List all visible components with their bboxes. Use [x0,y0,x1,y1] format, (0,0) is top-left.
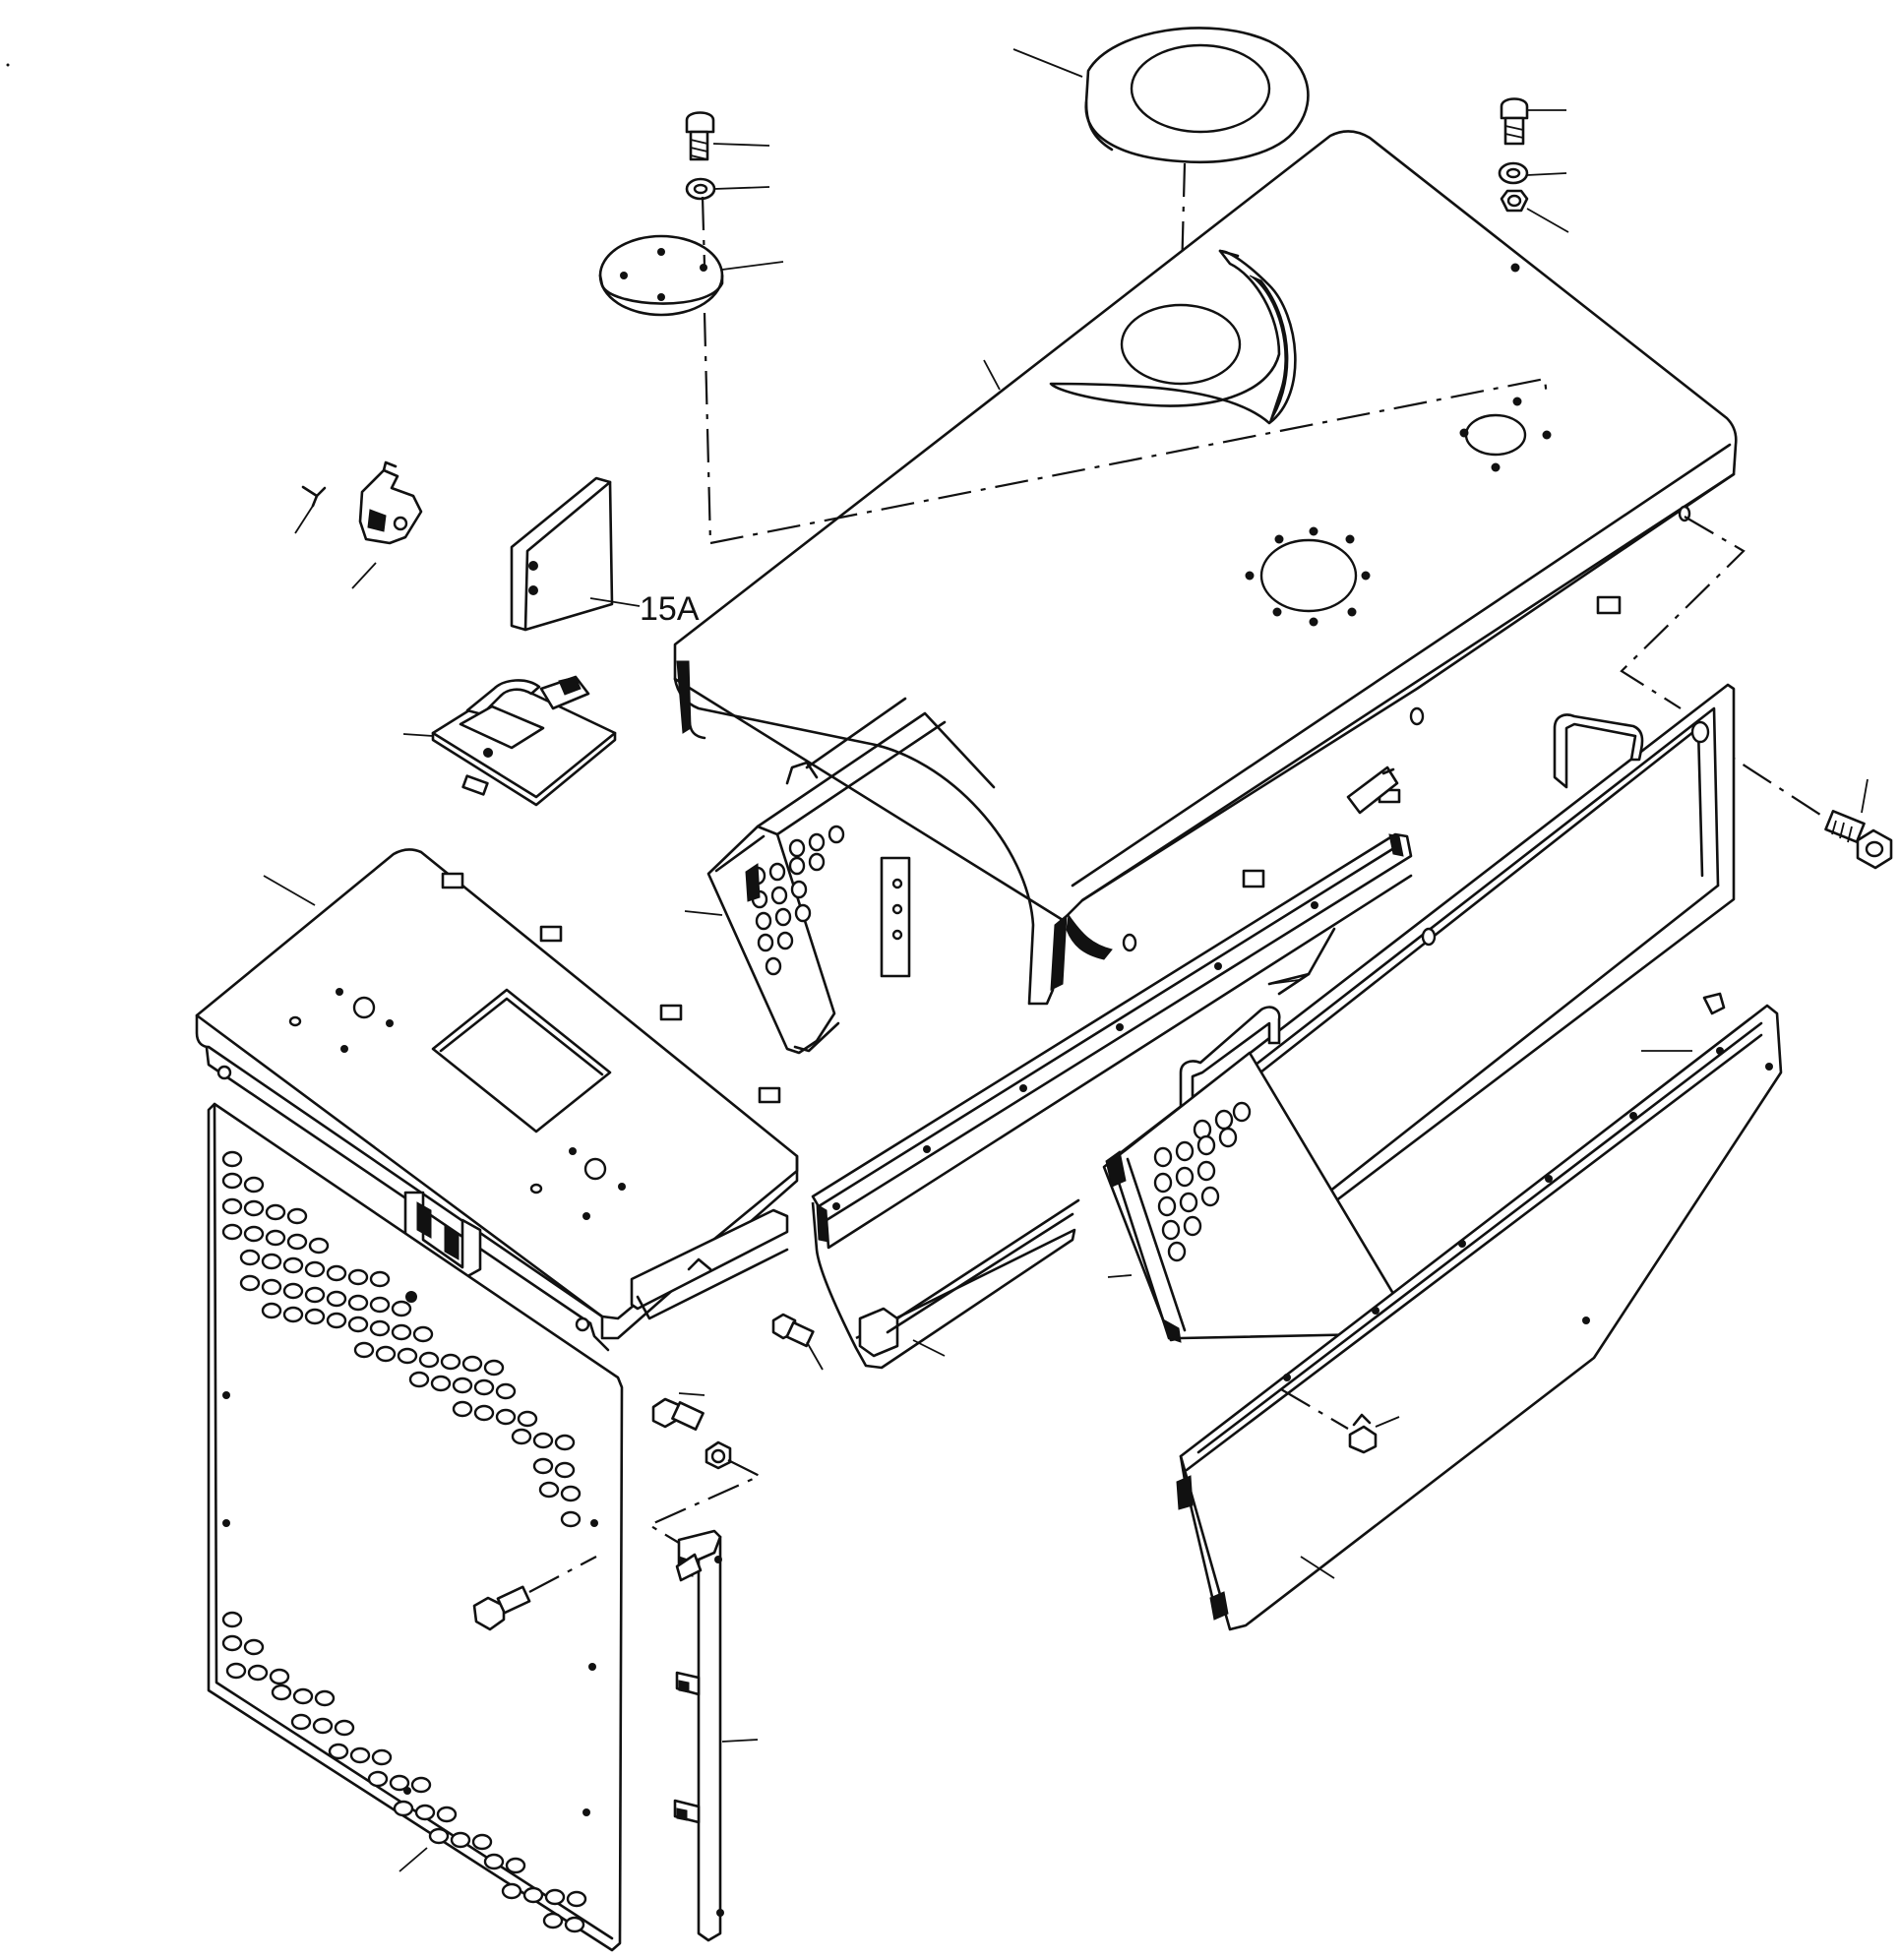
plate-center-line [701,196,706,267]
bracket-clamp-part [431,675,617,807]
front-small-bolt [771,1313,815,1348]
part-label-15a: 15A [640,590,700,628]
left-side-perforated-panel [207,1102,624,1952]
vertical-bracket-rail [673,1529,724,1942]
callout-leader-lines [263,48,1869,1872]
top-bolt-stack [685,111,716,201]
lower-right-bolt-alignment [1280,1388,1349,1430]
front-bolt-alignment [646,1459,763,1544]
right-door-holes [1153,1101,1252,1262]
bottom-front-rail [811,766,1413,1370]
control-panel-housing [195,848,799,1352]
louver-holes-upper [221,1150,582,1528]
right-hex-bolt [1824,810,1893,870]
top-right-bolt-stack [1498,97,1529,213]
right-perforated-door [1102,1051,1419,1343]
scan-speck [6,63,10,67]
lower-right-side-panel [1176,992,1783,1631]
top-ring-part [1084,27,1310,163]
hinge-latch-part [301,460,423,545]
circular-mounting-plate [598,234,724,317]
left-bolt-alignment [528,1556,597,1593]
left-panel-bolt [472,1585,531,1631]
louver-holes-lower [221,1611,587,1933]
cover-plate-15a [510,476,614,632]
alignment-line-left-vertical [703,312,712,544]
alignment-line-right [1620,516,1746,709]
lower-right-bolt [1348,1413,1378,1454]
hood-inner-left-panel [706,697,996,1055]
front-bolt-pair [651,1397,732,1470]
hood-top-cover [673,130,1738,1006]
